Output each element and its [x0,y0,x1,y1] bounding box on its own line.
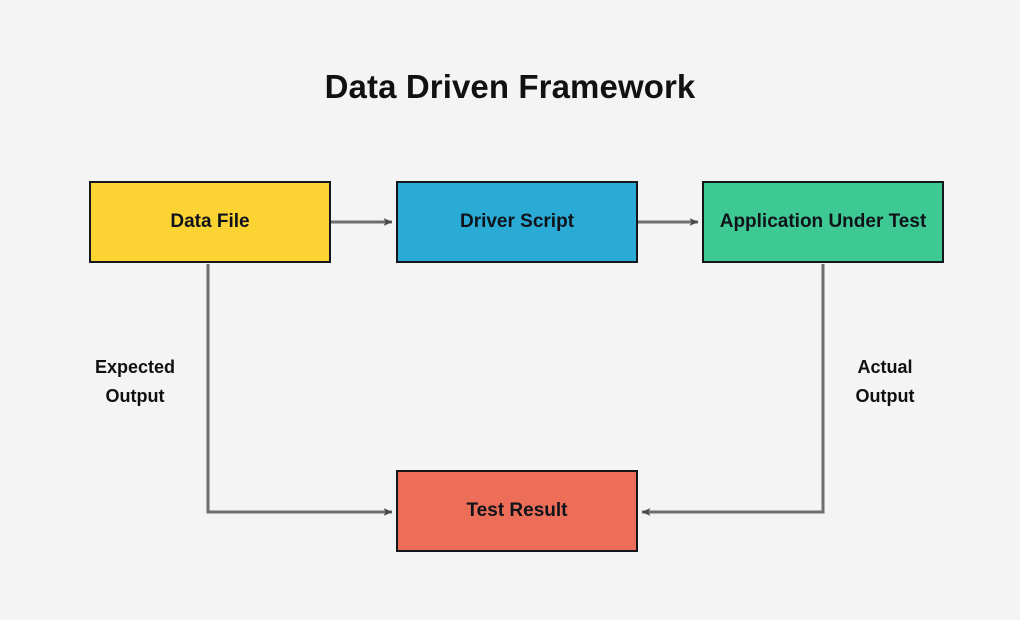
edge-label-expected-output: Expected Output [94,357,176,406]
node-data-file-label: Data File [170,211,250,233]
edge-label-actual-output: Actual Output [855,357,915,406]
node-data-file[interactable]: Data File [89,181,331,263]
node-application-under-test[interactable]: Application Under Test [702,181,944,263]
node-driver-script-label: Driver Script [459,211,575,233]
page-title: Data Driven Framework [324,68,696,105]
node-driver-script[interactable]: Driver Script [396,181,638,263]
edge-application-under-test-to-test-result [641,264,825,516]
node-test-result[interactable]: Test Result [396,470,638,552]
edge-data-file-to-test-result [206,264,393,516]
node-application-under-test-label: Application Under Test [719,211,927,233]
node-test-result-label: Test Result [466,500,568,522]
